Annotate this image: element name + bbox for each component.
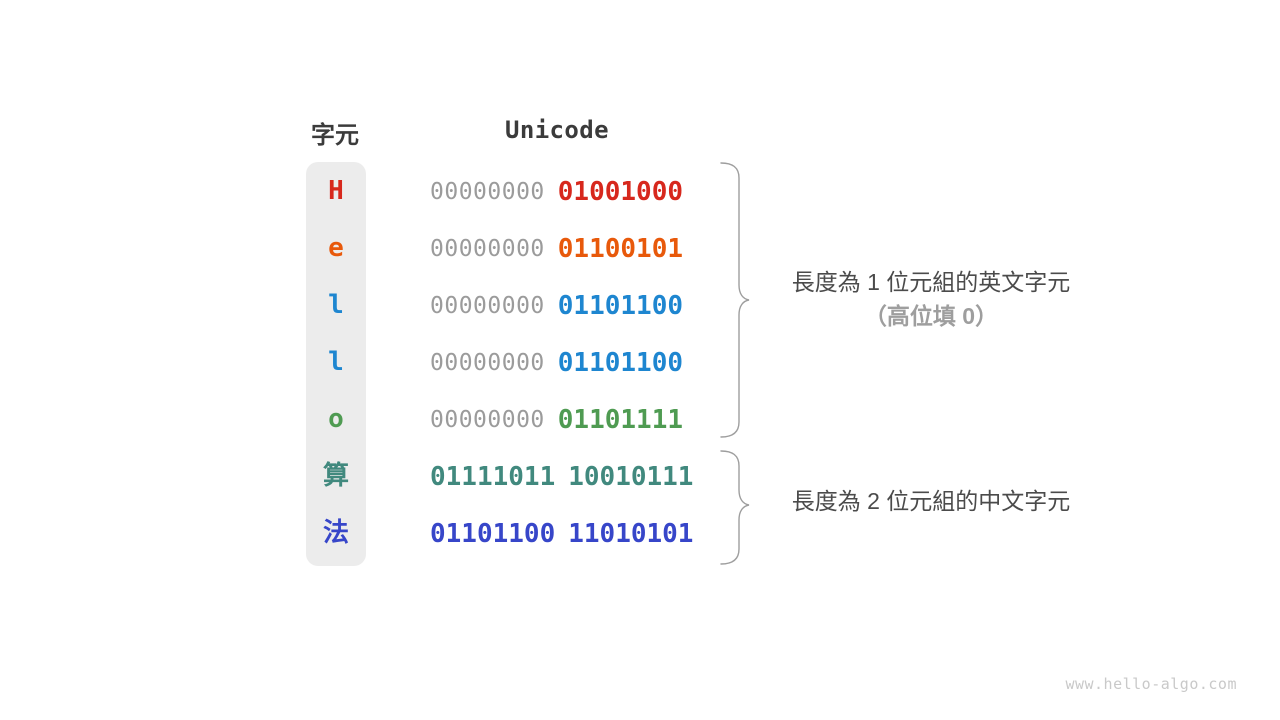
annotation-1byte-subtext: （高位填 0） [863,303,999,329]
byte2-value: 01101111 [557,404,684,435]
char-column-header: 字元 [311,122,359,149]
table-row: 算 01111011 10010111 [0,448,1280,505]
annotation-2byte: 長度為 2 位元組的中文字元 [770,487,1092,515]
byte2-value: 01101100 [557,290,684,321]
byte1-value: 00000000 [430,349,545,376]
char-cell: 法 [322,518,349,548]
byte2-value: 11010101 [568,518,694,549]
char-cell: e [328,233,344,263]
table-row: H 00000000 01001000 [0,163,1280,220]
byte1-value: 01111011 [430,461,556,492]
unicode-column-header: Unicode [505,116,609,144]
binary-cell: 01111011 10010111 [430,448,693,505]
binary-cell: 00000000 01001000 [430,163,683,220]
binary-cell: 00000000 01101100 [430,334,683,391]
grouping-braces [720,162,750,565]
char-cell: o [328,404,344,434]
binary-cell: 00000000 01100101 [430,220,683,277]
byte1-value: 00000000 [430,235,545,262]
byte1-value: 00000000 [430,292,545,319]
brace-2byte-group [720,450,750,565]
byte2-value: 01001000 [557,176,684,207]
table-row: l 00000000 01101100 [0,334,1280,391]
table-row: e 00000000 01100101 [0,220,1280,277]
byte1-value: 00000000 [430,406,545,433]
byte2-value: 01100101 [557,233,684,264]
char-cell: l [328,290,344,320]
binary-cell: 00000000 01101100 [430,277,683,334]
binary-cell: 01101100 11010101 [430,505,693,562]
table-row: l 00000000 01101100 [0,277,1280,334]
annotation-2byte-text: 長度為 2 位元組的中文字元 [791,488,1071,514]
byte2-value: 10010111 [568,461,694,492]
byte2-value: 01101100 [557,347,684,378]
char-cell: H [328,176,344,206]
char-column-background [306,162,366,566]
brace-1byte-group [720,162,750,438]
byte1-value: 01101100 [430,518,556,549]
table-row: o 00000000 01101111 [0,391,1280,448]
table-row: 法 01101100 11010101 [0,505,1280,562]
binary-cell: 00000000 01101111 [430,391,683,448]
char-cell: l [328,347,344,377]
char-cell: 算 [322,461,349,491]
byte1-value: 00000000 [430,178,545,205]
watermark: www.hello-algo.com [1065,675,1237,693]
annotation-1byte-text: 長度為 1 位元組的英文字元 [791,269,1071,295]
annotation-1byte: 長度為 1 位元組的英文字元 （高位填 0） [770,268,1092,330]
